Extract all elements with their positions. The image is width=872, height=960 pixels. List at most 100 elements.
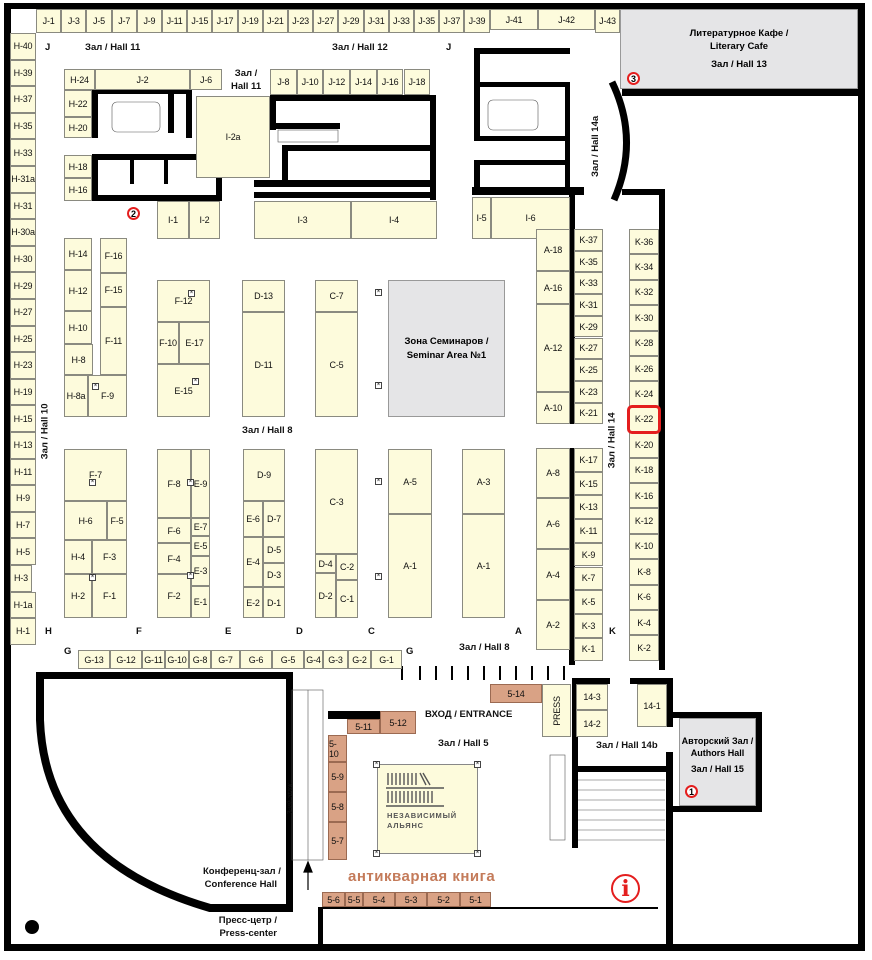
booth-k-11[interactable]: K-11 — [574, 519, 603, 543]
booth-j-29[interactable]: J-29 — [338, 9, 364, 33]
booth-a-6[interactable]: A-6 — [536, 498, 570, 549]
booth-f-8[interactable]: F-8 — [157, 449, 191, 518]
booth-g-10[interactable]: G-10 — [165, 650, 189, 669]
booth-j-23[interactable]: J-23 — [288, 9, 314, 33]
booth-i-1[interactable]: I-1 — [157, 201, 189, 239]
booth-h-18[interactable]: H-18 — [64, 155, 92, 178]
booth-5-2[interactable]: 5-2 — [427, 892, 460, 907]
booth-f-11[interactable]: F-11 — [100, 307, 127, 375]
booth-a-1[interactable]: A-1 — [388, 514, 432, 618]
booth-f-3[interactable]: F-3 — [92, 540, 127, 574]
booth-j-16[interactable]: J-16 — [376, 69, 404, 95]
booth-h-2[interactable]: H-2 — [64, 574, 92, 618]
booth-g-11[interactable]: G-11 — [142, 650, 165, 669]
booth-h-40[interactable]: H-40 — [10, 33, 36, 60]
marker-3-icon[interactable]: 3 — [627, 72, 640, 85]
booth-a-10[interactable]: A-10 — [536, 392, 570, 424]
booth-a-5[interactable]: A-5 — [388, 449, 432, 514]
booth-h-8a[interactable]: H-8a — [64, 375, 88, 417]
booth-5-10[interactable]: 5-10 — [328, 735, 347, 762]
booth-h-20[interactable]: H-20 — [64, 117, 92, 138]
booth-d-1[interactable]: D-1 — [263, 587, 285, 618]
booth-k-6[interactable]: K-6 — [629, 584, 659, 610]
booth-h-31[interactable]: H-31 — [10, 192, 36, 220]
booth-5-6[interactable]: 5-6 — [322, 892, 345, 907]
booth-h-19[interactable]: H-19 — [10, 378, 36, 406]
booth-k-3[interactable]: K-3 — [574, 613, 603, 638]
booth-h-22[interactable]: H-22 — [64, 90, 92, 117]
booth-h-4[interactable]: H-4 — [64, 540, 92, 574]
booth-k-2[interactable]: K-2 — [629, 635, 659, 661]
booth-f-1[interactable]: F-1 — [92, 574, 127, 618]
booth-k-5[interactable]: K-5 — [574, 590, 603, 614]
booth-h-35[interactable]: H-35 — [10, 112, 36, 140]
booth-5-9[interactable]: 5-9 — [328, 762, 347, 792]
booth-j-1[interactable]: J-1 — [36, 9, 62, 33]
booth-14-1[interactable]: 14-1 — [637, 684, 667, 727]
booth-e-7[interactable]: E-7 — [191, 518, 210, 536]
booth-g-5[interactable]: G-5 — [272, 650, 304, 669]
booth-k-21[interactable]: K-21 — [574, 402, 603, 425]
booth-k-17[interactable]: K-17 — [574, 448, 603, 472]
booth-5-4[interactable]: 5-4 — [363, 892, 395, 907]
booth-h-27[interactable]: H-27 — [10, 299, 36, 326]
booth-j-39[interactable]: J-39 — [464, 9, 490, 33]
booth-e-5[interactable]: E-5 — [191, 536, 210, 556]
booth-h-30[interactable]: H-30 — [10, 245, 36, 273]
marker-2-icon[interactable]: 2 — [127, 207, 140, 220]
booth-e-4[interactable]: E-4 — [243, 537, 263, 587]
booth-k-9[interactable]: K-9 — [574, 542, 603, 567]
booth-e-6[interactable]: E-6 — [243, 501, 263, 537]
booth-h-11[interactable]: H-11 — [10, 458, 36, 486]
booth-g-8[interactable]: G-8 — [189, 650, 211, 669]
booth-k-29[interactable]: K-29 — [574, 315, 603, 338]
booth-j-7[interactable]: J-7 — [111, 9, 137, 33]
booth-h-6[interactable]: H-6 — [64, 501, 107, 540]
booth-j-14[interactable]: J-14 — [350, 69, 377, 95]
booth-f-16[interactable]: F-16 — [100, 238, 127, 273]
booth-f-15[interactable]: F-15 — [100, 273, 127, 307]
booth-g-2[interactable]: G-2 — [348, 650, 371, 669]
booth-k-10[interactable]: K-10 — [629, 533, 659, 560]
booth-k-4[interactable]: K-4 — [629, 610, 659, 636]
booth-e-3[interactable]: E-3 — [191, 556, 210, 586]
booth-g-1[interactable]: G-1 — [371, 650, 402, 669]
booth-f-12[interactable]: F-12 — [157, 280, 210, 322]
booth-h-10[interactable]: H-10 — [64, 311, 92, 344]
booth-d-13[interactable]: D-13 — [242, 280, 285, 312]
booth-k-15[interactable]: K-15 — [574, 471, 603, 496]
booth-k-20[interactable]: K-20 — [629, 432, 659, 458]
booth-a-16[interactable]: A-16 — [536, 271, 570, 304]
booth-k-24[interactable]: K-24 — [629, 381, 659, 407]
booth-h-33[interactable]: H-33 — [10, 139, 36, 166]
booth-d-11[interactable]: D-11 — [242, 312, 285, 417]
marker-1-icon[interactable]: 1 — [685, 785, 698, 798]
booth-g-3[interactable]: G-3 — [323, 650, 348, 669]
booth-j-12[interactable]: J-12 — [323, 69, 351, 95]
booth-j-18[interactable]: J-18 — [403, 69, 431, 95]
booth-j-21[interactable]: J-21 — [262, 9, 288, 33]
booth-k-26[interactable]: K-26 — [629, 356, 659, 382]
booth-j-2[interactable]: J-2 — [95, 69, 190, 90]
booth-c-2[interactable]: C-2 — [336, 554, 358, 580]
booth-g-6[interactable]: G-6 — [240, 650, 272, 669]
booth-j-19[interactable]: J-19 — [237, 9, 263, 33]
booth-k-28[interactable]: K-28 — [629, 330, 659, 356]
booth-h-1a[interactable]: H-1a — [10, 591, 36, 619]
booth-5-8[interactable]: 5-8 — [328, 792, 347, 822]
booth-k-36[interactable]: K-36 — [629, 229, 659, 255]
booth-e-17[interactable]: E-17 — [179, 322, 210, 364]
booth-a-12[interactable]: A-12 — [536, 304, 570, 392]
booth-j-27[interactable]: J-27 — [313, 9, 339, 33]
booth-i-2a[interactable]: I-2a — [196, 96, 270, 178]
booth-h-29[interactable]: H-29 — [10, 272, 36, 299]
booth-14-3[interactable]: 14-3 — [576, 684, 608, 710]
booth-5-3[interactable]: 5-3 — [395, 892, 427, 907]
booth-k-22[interactable]: K-22 — [627, 404, 661, 435]
booth-h-16[interactable]: H-16 — [64, 178, 92, 201]
booth-k-37[interactable]: K-37 — [574, 229, 603, 251]
booth-g-12[interactable]: G-12 — [110, 650, 142, 669]
booth-h-3[interactable]: H-3 — [10, 565, 32, 592]
booth-14-2[interactable]: 14-2 — [576, 710, 608, 737]
booth-h-9[interactable]: H-9 — [10, 485, 36, 512]
